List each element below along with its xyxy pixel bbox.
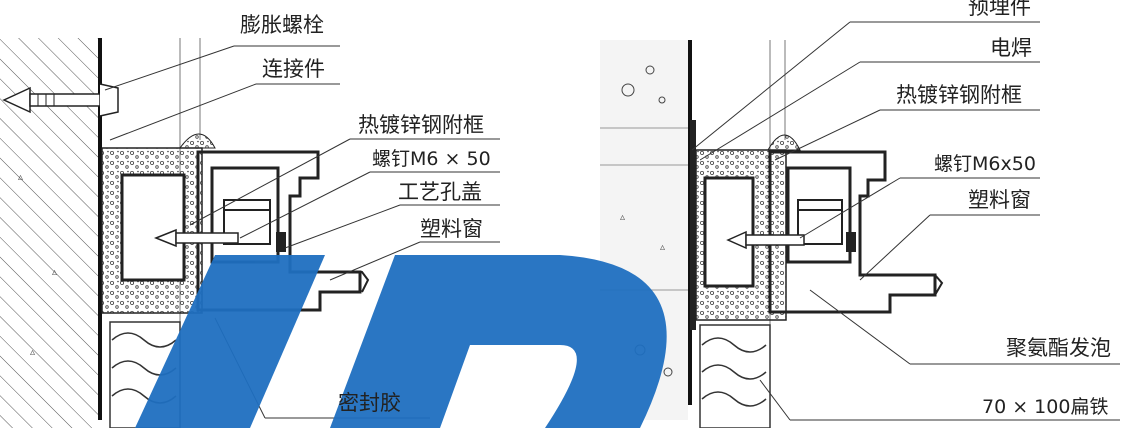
right-insulation <box>699 324 771 428</box>
label-plastic-window-right: 塑料窗 <box>968 188 1031 212</box>
label-embedded-part: 预埋件 <box>968 0 1031 19</box>
svg-text:▵: ▵ <box>660 242 665 253</box>
right-labels: 预埋件 电焊 热镀锌钢附框 螺钉M6x50 塑料窗 聚氨酯发泡 70 × 100… <box>896 0 1111 418</box>
right-window-profile <box>768 150 944 314</box>
watermark-letter-d <box>330 255 667 428</box>
label-screw-left: 螺钉M6 × 50 <box>372 148 491 170</box>
watermark-logo <box>135 255 667 428</box>
label-flat-iron: 70 × 100扁铁 <box>982 396 1108 418</box>
label-galv-subframe-left: 热镀锌钢附框 <box>358 113 484 137</box>
right-screw-shape <box>726 230 856 252</box>
label-plastic-window-left: 塑料窗 <box>420 217 483 241</box>
watermark-letter-l <box>135 255 325 428</box>
label-screw-right: 螺钉M6x50 <box>934 153 1036 175</box>
label-expansion-bolt: 膨胀螺栓 <box>240 13 324 37</box>
expansion-bolt-shape <box>2 83 119 117</box>
label-hole-cover: 工艺孔盖 <box>398 180 482 204</box>
right-detail: ▵ ▵ <box>600 21 1120 428</box>
svg-text:▵: ▵ <box>52 267 57 278</box>
label-electric-weld: 电焊 <box>990 36 1032 60</box>
svg-text:▵: ▵ <box>620 212 625 223</box>
left-steel-subframe <box>120 173 186 282</box>
label-pu-foam: 聚氨酯发泡 <box>1006 336 1111 360</box>
left-detail: ▵ ▵ ▵ <box>0 38 500 428</box>
svg-text:▵: ▵ <box>18 172 23 183</box>
left-screw-shape <box>153 228 286 252</box>
left-labels: 膨胀螺栓 连接件 热镀锌钢附框 螺钉M6 × 50 工艺孔盖 塑料窗 密封胶 <box>240 13 491 415</box>
label-connector: 连接件 <box>262 57 325 81</box>
left-leader-lines <box>104 45 500 419</box>
svg-text:▵: ▵ <box>30 347 35 358</box>
right-leader-lines <box>691 21 1120 421</box>
embedded-plate <box>690 120 696 330</box>
label-galv-subframe-right: 热镀锌钢附框 <box>896 83 1022 107</box>
label-sealant: 密封胶 <box>338 391 401 415</box>
